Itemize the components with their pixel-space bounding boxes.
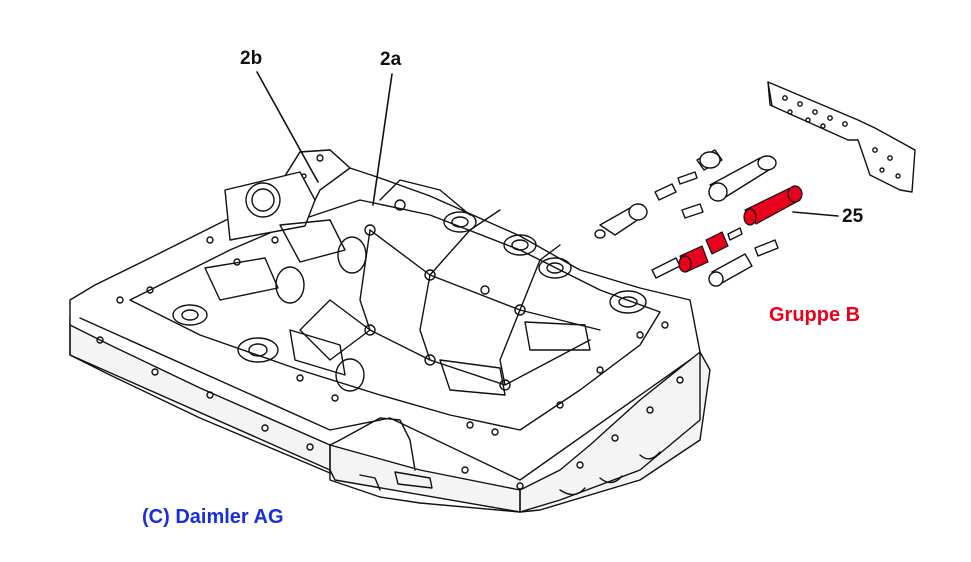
leader-2a bbox=[372, 73, 393, 206]
highlighted-parts-25 bbox=[678, 185, 803, 273]
part-label-2b: 2b bbox=[240, 48, 263, 69]
group-label: Gruppe B bbox=[769, 304, 861, 326]
valve-ring-25 bbox=[705, 231, 729, 255]
part-label-25: 25 bbox=[842, 206, 864, 227]
separator-plate bbox=[767, 81, 916, 193]
leader-25 bbox=[792, 211, 839, 217]
copyright-notice: (C) Daimler AG bbox=[142, 506, 284, 528]
leader-lines bbox=[256, 71, 839, 217]
leader-2b bbox=[256, 71, 319, 183]
part-label-2a: 2a bbox=[380, 49, 402, 70]
valve-body bbox=[69, 149, 711, 513]
exploded-valve-parts bbox=[594, 149, 779, 287]
